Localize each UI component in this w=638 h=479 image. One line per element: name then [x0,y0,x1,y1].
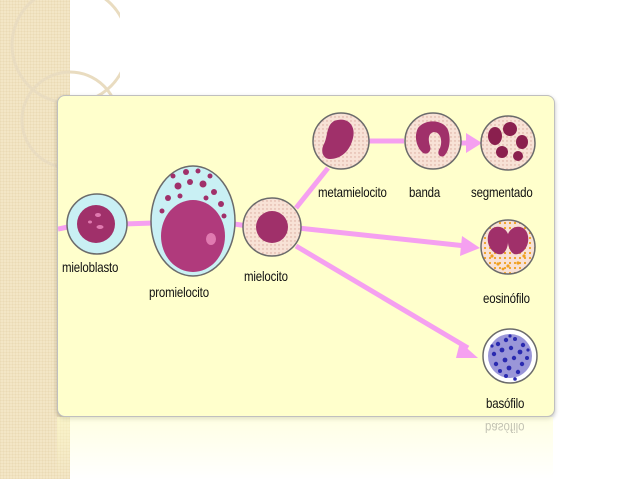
label-metamielocito: metamielocito [318,184,387,200]
cell-segmentado [480,115,536,171]
granulocyte-maturation-diagram [58,112,538,384]
label-mieloblasto: mieloblasto [62,259,119,275]
arrowhead-eosinofilo [460,236,480,256]
arrow-mielocito-eosinofilo [297,225,467,249]
cell-basofilo [482,328,538,384]
label-eosinofilo: eosinófilo [483,290,530,306]
label-basofilo-reflection: basófilo [485,420,525,436]
cell-promielocito [150,165,236,277]
cell-eosinofilo [480,219,536,275]
hematopoiesis-diagram-panel: mieloblasto promielocito mielocito metam… [57,95,555,417]
label-segmentado: segmentado [471,184,533,200]
label-promielocito: promielocito [149,284,209,300]
label-mielocito: mielocito [244,268,288,284]
cell-metamielocito [312,112,370,170]
arrows [58,133,482,358]
cell-mieloblasto [66,193,128,255]
arrow-mieloblasto-promielocito [124,220,155,227]
cell-mielocito [242,197,302,257]
arrowhead-segmentado [466,133,482,153]
panel-reflection [57,417,553,479]
arrow-in-mieloblasto [58,224,69,232]
arrowhead-basofilo [456,342,478,358]
arrow-mielocito-metamielocito [294,166,330,210]
label-basofilo: basófilo [486,395,525,411]
arrow-mielocito-basofilo [294,243,470,351]
label-banda: banda [409,184,441,200]
cell-banda [404,112,462,170]
